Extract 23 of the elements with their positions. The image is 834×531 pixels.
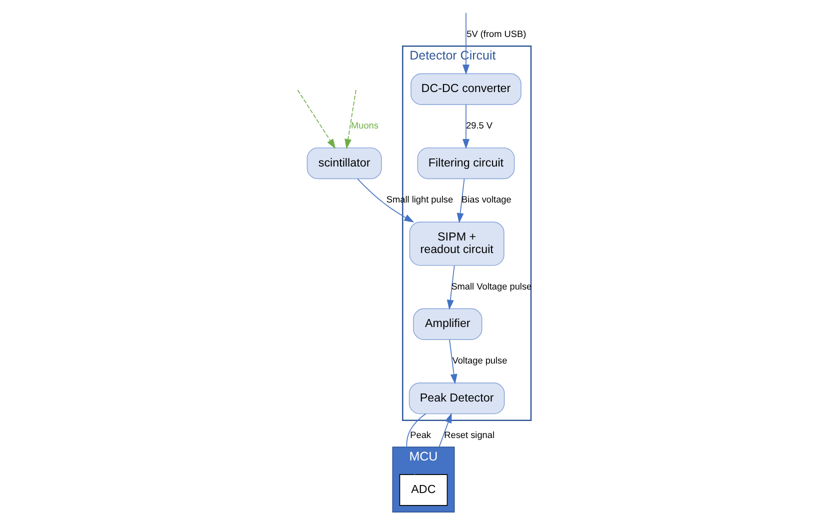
arrow <box>456 178 464 224</box>
edge-label: Reset signal <box>444 430 494 440</box>
node-box: ADC <box>398 474 448 506</box>
node-box: Amplifier <box>412 308 482 340</box>
arrow <box>462 12 469 75</box>
arrow <box>356 178 414 223</box>
arrow <box>296 90 336 149</box>
edge-label: Bias voltage <box>460 194 511 205</box>
node-box: SIPM + readout circuit <box>408 222 504 266</box>
edge-label: 29.5 V <box>466 120 492 131</box>
arrow <box>438 412 452 448</box>
edge-label: Peak <box>410 430 431 440</box>
node-box: Filtering circuit <box>416 147 514 180</box>
arrow <box>344 90 356 150</box>
arrow <box>446 265 454 310</box>
arrow <box>448 339 457 384</box>
node-box: scintillator <box>306 147 382 180</box>
arrow <box>462 104 469 150</box>
node-box: Peak Detector <box>408 382 504 414</box>
edge-label: Muons <box>350 120 378 131</box>
edge-label: 5V (from USB) <box>466 28 526 39</box>
arrow <box>406 413 426 476</box>
node-box: DC-DC converter <box>410 73 521 105</box>
